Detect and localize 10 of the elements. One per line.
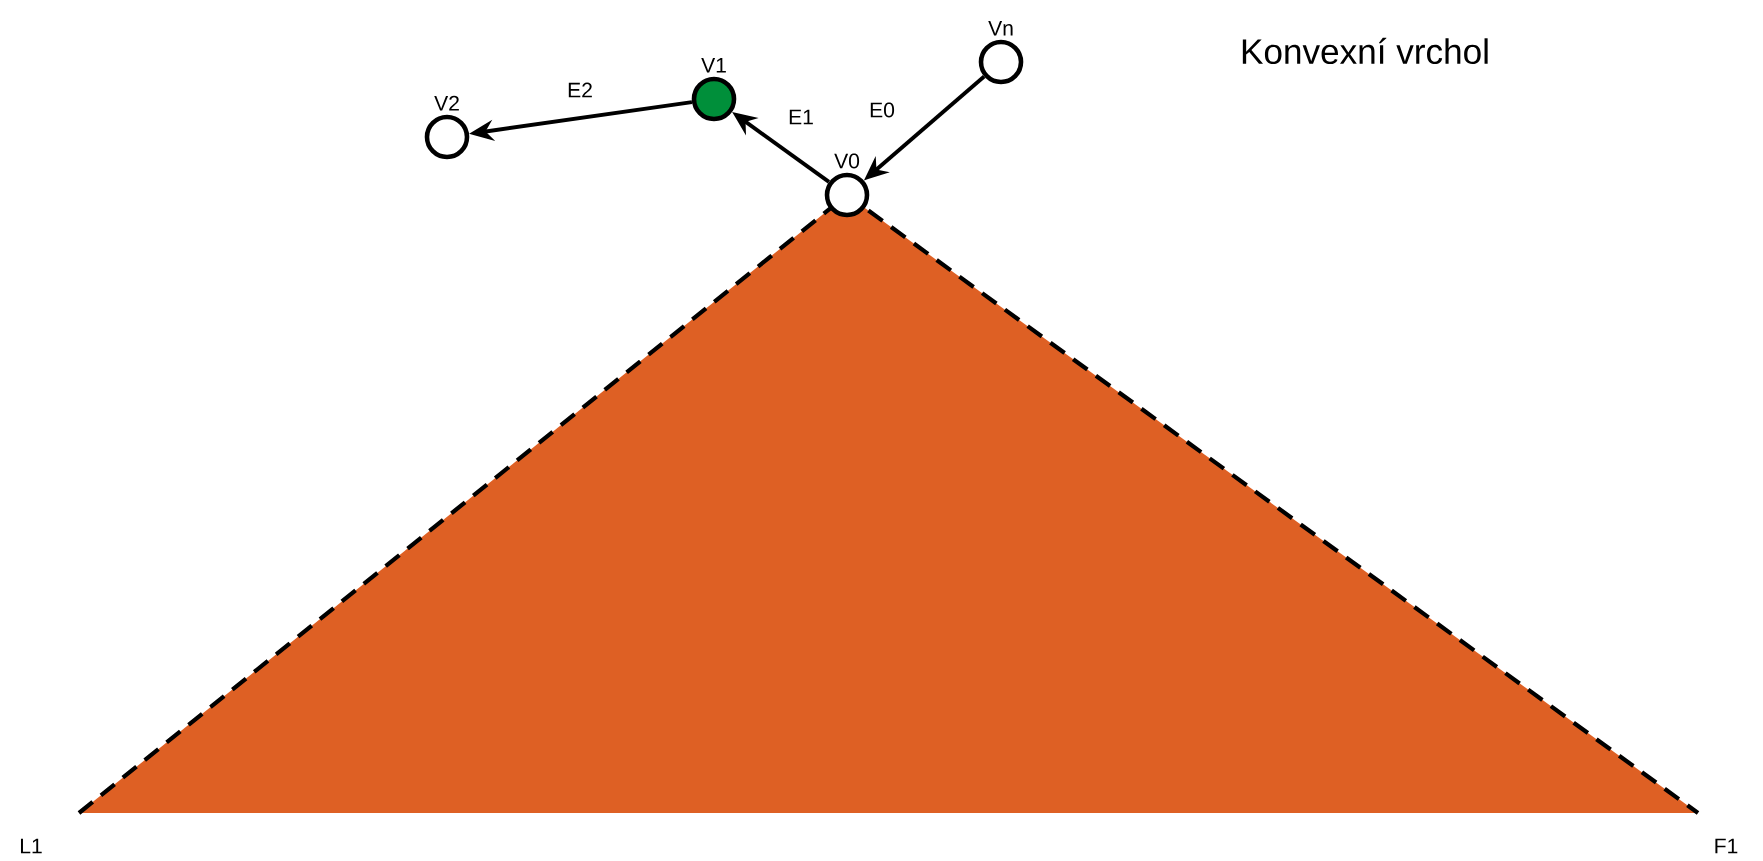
edge-label: E1 — [789, 109, 813, 125]
corner-label: L1 — [21, 838, 42, 854]
title: Konvexní vrchol — [1242, 37, 1488, 65]
corner-label: F1 — [1715, 838, 1738, 854]
edge-label: E0 — [870, 102, 895, 118]
edge-label: E2 — [568, 82, 592, 98]
node-label: Vn — [988, 20, 1013, 36]
node-label: V0 — [834, 153, 860, 169]
node-label: V1 — [701, 57, 726, 73]
node-label: V2 — [434, 95, 459, 111]
